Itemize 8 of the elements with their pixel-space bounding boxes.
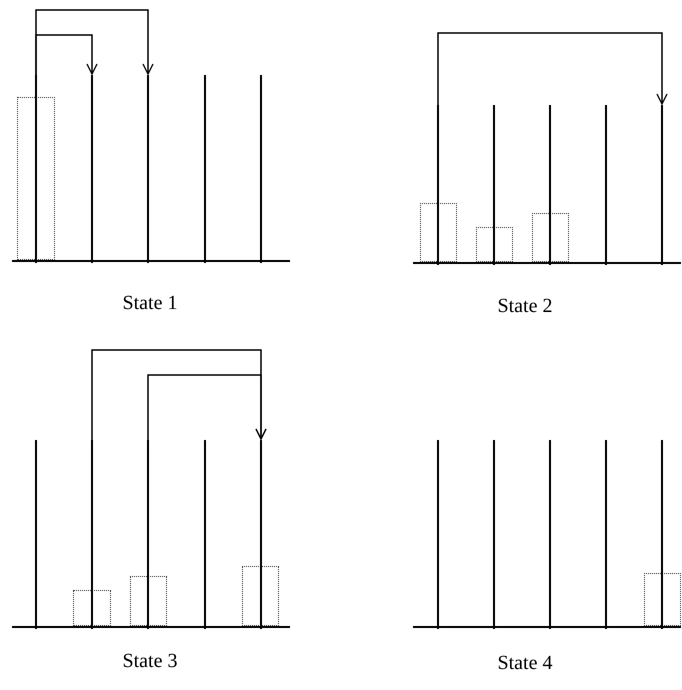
arrow bbox=[35, 34, 98, 75]
arrow bbox=[147, 374, 267, 440]
state-caption: State 1 bbox=[122, 292, 178, 315]
arrow bbox=[437, 32, 668, 105]
state-caption: State 3 bbox=[122, 650, 178, 673]
arrow bbox=[35, 9, 154, 75]
state-caption: State 2 bbox=[498, 295, 552, 318]
state-caption: State 4 bbox=[498, 652, 552, 675]
